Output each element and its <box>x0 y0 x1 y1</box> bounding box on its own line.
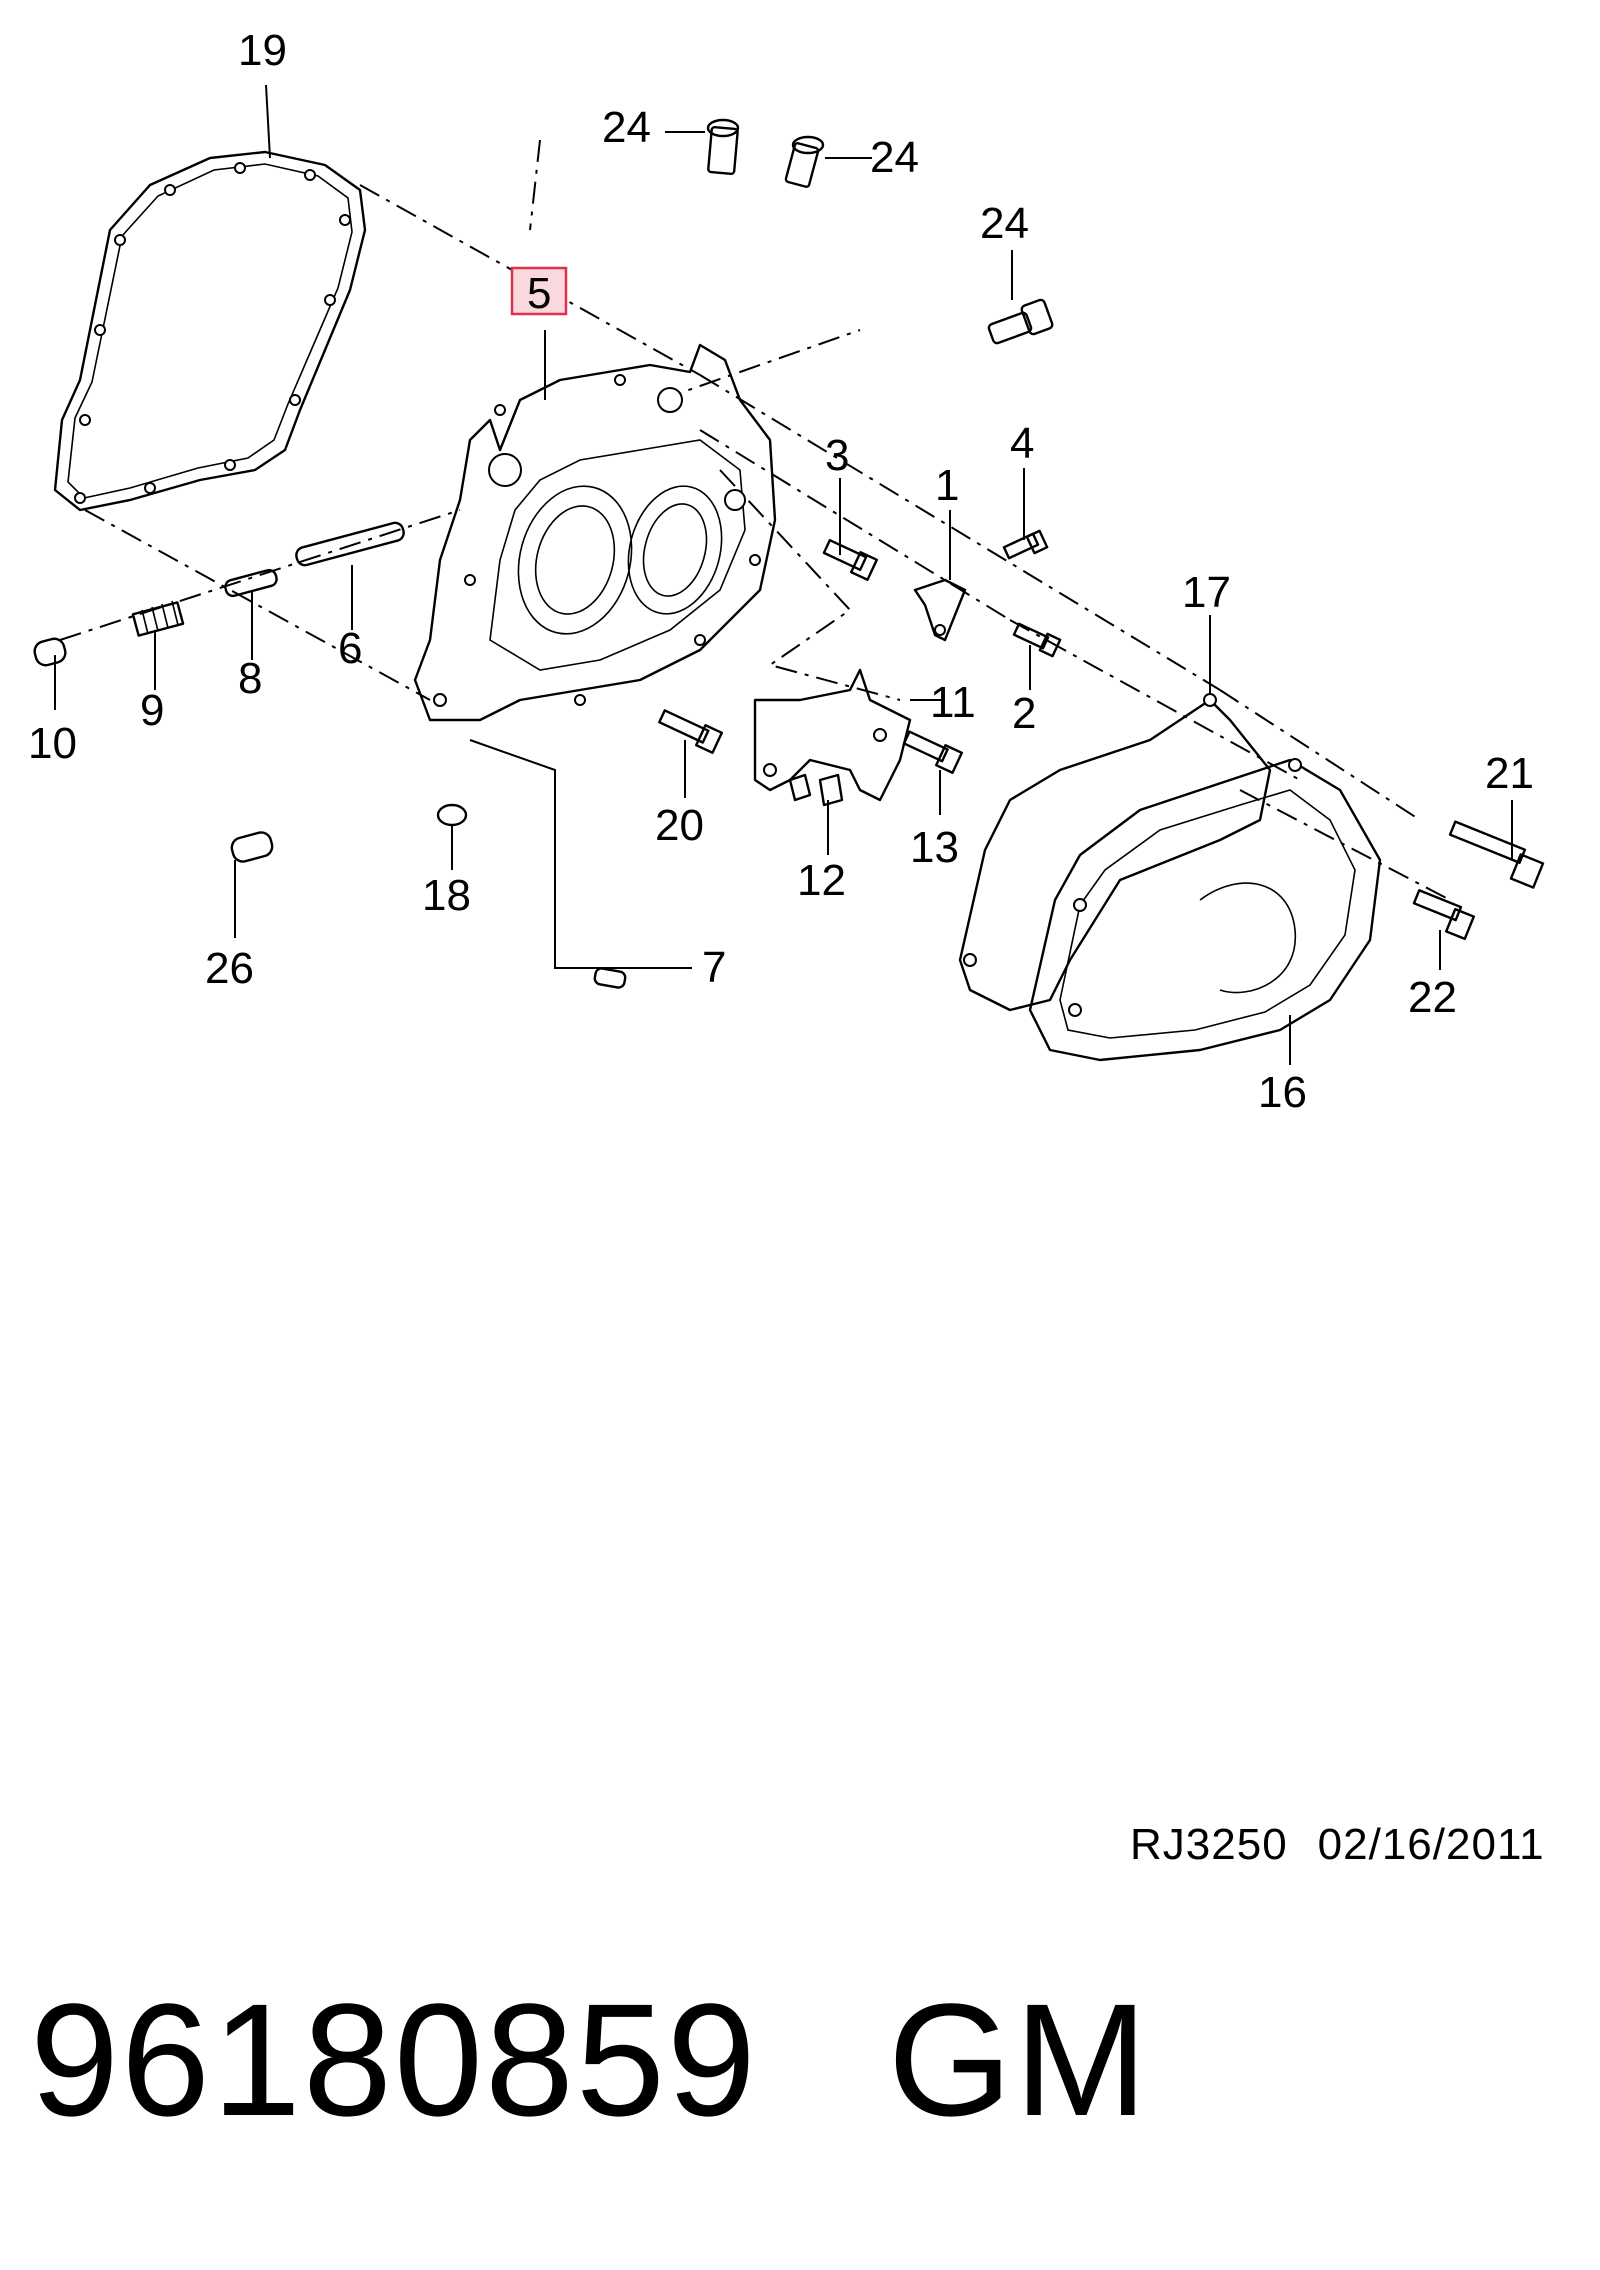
reference-code: RJ3250 02/16/2011 <box>1130 1820 1545 1870</box>
callout-12: 12 <box>797 856 846 905</box>
callout-21: 21 <box>1485 749 1534 798</box>
callout-22: 22 <box>1408 973 1457 1022</box>
part-number: 96180859 <box>30 1970 758 2149</box>
part-16-rear-cover <box>1028 758 1382 1062</box>
leader-lines <box>54 84 1513 1065</box>
callout-24: 24 <box>602 103 651 152</box>
callout-6: 6 <box>338 624 362 673</box>
callout-24: 24 <box>870 133 919 182</box>
callout-13: 13 <box>910 823 959 872</box>
part-10-cap <box>33 637 67 667</box>
part-4-bolt <box>1002 529 1049 560</box>
part-22-bolt <box>1412 889 1475 941</box>
part-8-pin <box>224 568 278 598</box>
part-5-transmission-case <box>413 343 777 722</box>
part-17-gasket <box>958 693 1272 1012</box>
part-18-o-ring <box>436 803 468 827</box>
part-24-plug-a <box>706 118 740 175</box>
callout-3: 3 <box>825 431 849 480</box>
part-9-spring <box>131 600 185 637</box>
callout-4: 4 <box>1010 419 1034 468</box>
part-24-plug-c <box>987 298 1054 345</box>
part-11-bracket <box>753 668 912 802</box>
callout-19: 19 <box>238 26 287 75</box>
callout-17: 17 <box>1182 568 1231 617</box>
callout-16: 16 <box>1258 1068 1307 1117</box>
callout-24: 24 <box>980 199 1029 248</box>
callout-5: 5 <box>527 269 551 318</box>
part-2-bolt <box>1012 622 1062 658</box>
callout-20: 20 <box>655 801 704 850</box>
callout-9: 9 <box>140 686 164 735</box>
bolts <box>658 529 1545 941</box>
part-7-pin <box>593 967 627 989</box>
callout-26: 26 <box>205 944 254 993</box>
highlight-box <box>510 266 568 316</box>
ref-code-date: 02/16/2011 <box>1317 1820 1545 1869</box>
ref-code-id: RJ3250 <box>1130 1820 1288 1869</box>
callout-7: 7 <box>702 943 726 992</box>
part-21-bolt <box>1448 820 1545 889</box>
part-19-gasket <box>53 150 367 512</box>
part-24-plug-b <box>784 135 825 188</box>
callout-2: 2 <box>1012 689 1036 738</box>
callout-18: 18 <box>422 871 471 920</box>
callout-labels: 19 24 24 24 5 3 1 4 17 6 8 9 10 2 11 21 … <box>28 26 1534 1117</box>
part-13-bolt <box>902 730 964 774</box>
callout-10: 10 <box>28 719 77 768</box>
assembly-axis-lines <box>59 139 1451 901</box>
brand: GM <box>887 1970 1150 2149</box>
part-3-bolt <box>822 539 879 581</box>
part-12-clip <box>788 773 844 807</box>
callout-1: 1 <box>935 461 959 510</box>
part-1-lever <box>913 578 967 642</box>
part-26-plug <box>230 831 274 863</box>
callout-11: 11 <box>930 678 976 727</box>
part-24-plugs <box>706 118 1054 345</box>
part-6-pin <box>295 521 405 567</box>
callout-8: 8 <box>238 654 262 703</box>
part-20-bolt <box>658 709 724 754</box>
